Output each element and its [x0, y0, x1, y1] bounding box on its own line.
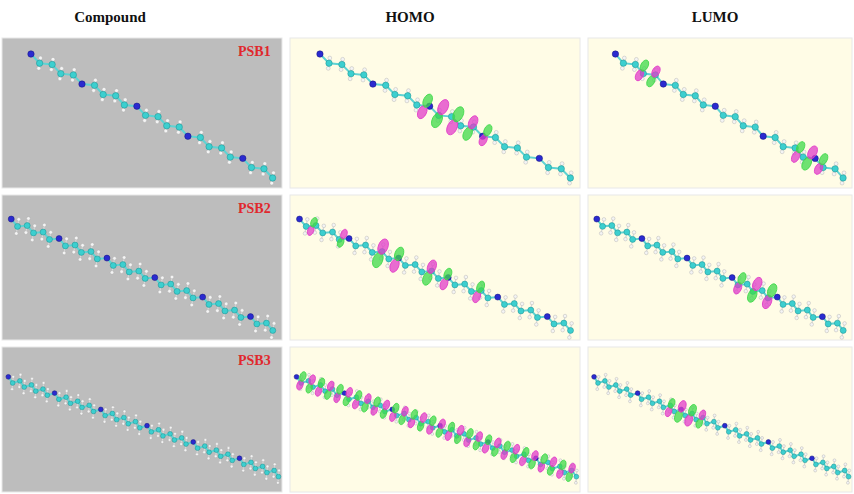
orbital-lobes: [296, 371, 577, 483]
compound-label: PSB3: [238, 353, 271, 368]
compound-label: PSB1: [238, 44, 271, 59]
molecule-model: [594, 216, 847, 339]
column-heading: HOMO: [385, 9, 434, 26]
image-panel: [588, 195, 852, 340]
molecule-model: [297, 216, 574, 339]
column-heading: Compound: [74, 9, 146, 26]
image-panel: [290, 347, 580, 492]
compound-label: PSB2: [238, 201, 271, 216]
image-panel: [290, 38, 580, 188]
molecule-model: [6, 373, 281, 484]
image-panel: [2, 347, 282, 492]
molecule-model: [612, 51, 846, 185]
orbital-lobes: [664, 398, 707, 429]
column-heading: LUMO: [692, 9, 739, 26]
image-panel: [290, 195, 580, 340]
molecule-model: [8, 216, 276, 339]
image-panel: [588, 38, 852, 188]
orbital-lobes: [306, 217, 486, 304]
orbital-lobes: [415, 93, 493, 147]
orbital-lobes: [633, 59, 829, 176]
molecule-model: [317, 51, 574, 185]
image-panel: [588, 347, 852, 492]
image-panel: [2, 38, 282, 188]
orbital-lobes: [732, 271, 779, 310]
molecule-model: [294, 373, 579, 484]
image-panel: [2, 195, 282, 340]
molecule-model: [28, 51, 276, 185]
molecule-model: [592, 373, 851, 484]
